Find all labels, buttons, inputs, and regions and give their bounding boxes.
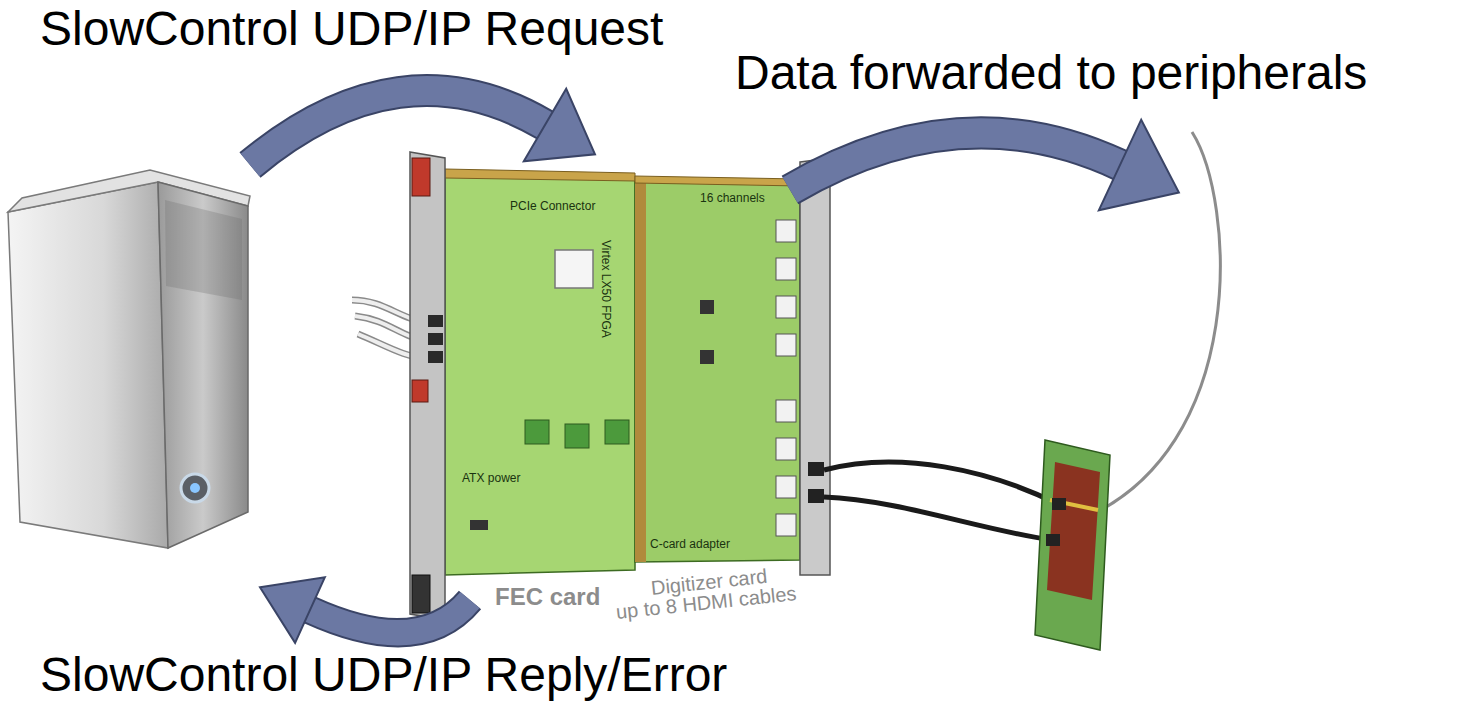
arrow-head <box>1099 120 1179 211</box>
hdmi-socket <box>776 476 796 498</box>
power-led <box>190 483 200 493</box>
board-edge <box>445 169 635 181</box>
arrow-outline <box>790 133 1120 190</box>
board-module <box>605 420 629 444</box>
arrow-head <box>524 89 595 161</box>
hdmi-plug <box>1052 498 1066 510</box>
hdmi-socket <box>776 258 796 280</box>
computer-tower <box>8 170 250 548</box>
chip <box>700 300 714 314</box>
hdmi-plug <box>1046 534 1060 546</box>
board-module <box>525 420 549 444</box>
tower-side <box>8 182 168 548</box>
ethernet-port <box>428 315 443 327</box>
arrow-label: SlowControl UDP/IP Request <box>40 5 663 53</box>
arrow-body <box>790 133 1120 190</box>
tower-drive-bay <box>165 200 242 300</box>
digitizer-board <box>635 182 800 562</box>
board-label: C-card adapter <box>650 538 730 550</box>
board-edge <box>635 182 646 562</box>
fec-board <box>445 175 635 575</box>
hdmi-socket <box>776 220 796 242</box>
arrow-label: SlowControl UDP/IP Reply/Error <box>40 651 727 699</box>
hdmi-socket <box>776 296 796 318</box>
chip <box>700 350 714 364</box>
hdmi-sockets <box>776 220 796 536</box>
fec-card-assembly <box>410 152 830 620</box>
arrow-body <box>310 600 470 633</box>
tower-front <box>158 182 248 548</box>
board-label: PCIe Connector <box>510 200 595 212</box>
arrow-label: Data forwarded to peripherals <box>735 49 1367 97</box>
panel-handle <box>412 158 430 196</box>
peripheral-card <box>1035 440 1110 650</box>
hdmi-socket <box>776 334 796 356</box>
hdmi-socket <box>776 400 796 422</box>
fpga-chip <box>555 250 593 288</box>
hdmi-plug <box>808 462 824 476</box>
forward-arrow <box>790 120 1179 211</box>
hdmi-plug <box>808 489 824 503</box>
hdmi-socket <box>776 438 796 460</box>
board-module <box>565 424 589 448</box>
arrow-outline <box>250 91 545 165</box>
arrow-body <box>250 91 545 165</box>
hdmi-cable <box>824 497 1052 540</box>
ethernet-port <box>428 333 443 345</box>
ethernet-port <box>428 351 443 363</box>
arrow-head <box>260 577 325 643</box>
arrow-outline <box>310 600 470 633</box>
board-edge <box>635 176 800 186</box>
board-label: 16 channels <box>700 192 765 204</box>
panel-tab <box>412 380 428 402</box>
board-connector <box>470 520 488 530</box>
front-panel <box>410 152 445 620</box>
card-name: FEC card <box>495 585 600 609</box>
power-button <box>181 474 209 502</box>
reply-arrow <box>260 577 470 643</box>
board-label: ATX power <box>462 472 520 484</box>
panel-handle <box>412 575 430 613</box>
card-panel <box>1047 462 1100 600</box>
front-panel <box>800 158 830 575</box>
hdmi-socket <box>776 514 796 536</box>
peripheral <box>824 132 1220 650</box>
board-label: Virtex LX50 FPGA <box>600 240 612 338</box>
request-arrow <box>250 89 595 165</box>
